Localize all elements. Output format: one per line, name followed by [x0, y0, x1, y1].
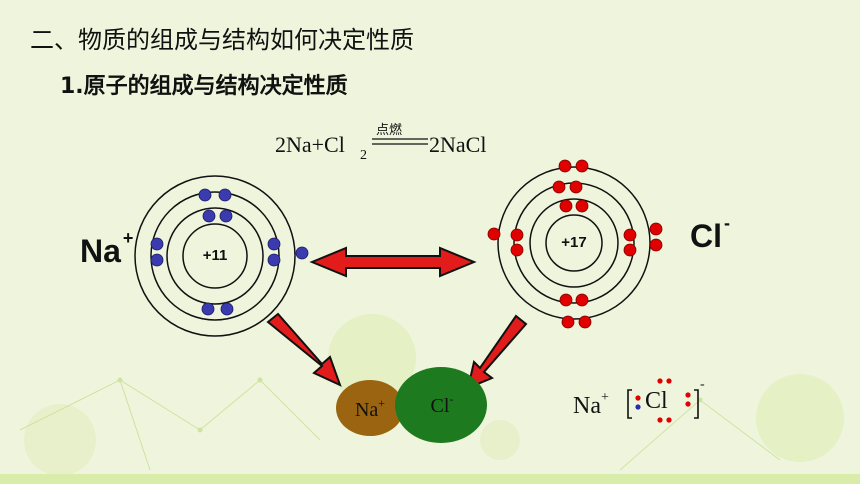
cl-electron: [569, 180, 583, 194]
lewis-right-bracket: [694, 389, 699, 419]
cl-electron: [559, 293, 573, 307]
equation-product: 2NaCl: [429, 132, 487, 157]
na-electron: [267, 237, 281, 251]
na-ion-ball: [336, 380, 404, 436]
na-electron: [198, 188, 212, 202]
lewis-anion-charge: -: [700, 377, 705, 392]
na-electron: [201, 302, 215, 316]
na-electron: [150, 237, 164, 251]
cl-electron: [575, 159, 589, 173]
cl-electron: [649, 222, 663, 236]
na-valence-electron: [295, 246, 309, 260]
cl-electron: [623, 243, 637, 257]
equation-equals-sign: [372, 138, 428, 145]
equation-condition: 点燃: [376, 123, 403, 138]
na-electron: [150, 253, 164, 267]
na-electron: [267, 253, 281, 267]
equation-subscript: 2: [360, 148, 367, 163]
electron-transfer-arrow: [309, 246, 477, 278]
na-electron: [218, 188, 232, 202]
cl-electron: [552, 180, 566, 194]
cl-shell-1: [545, 214, 603, 272]
na-atom-shells: [134, 175, 296, 337]
na-electron: [202, 209, 216, 223]
equation-reactants: 2Na+Cl: [275, 132, 345, 157]
lewis-brackets: [627, 389, 699, 419]
cl-electrons: [487, 159, 663, 329]
na-electron: [219, 209, 233, 223]
cl-electron: [575, 293, 589, 307]
slide-heading: 二、物质的组成与结构如何决定性质: [30, 26, 414, 54]
lewis-electrons: [635, 378, 691, 423]
cl-charge: -: [724, 213, 730, 233]
na-charge: +: [122, 228, 134, 248]
cl-shell-2: [529, 198, 619, 288]
cl-electron: [558, 159, 572, 173]
na-electrons: [150, 188, 309, 316]
na-atom-label: Na+: [80, 228, 134, 269]
cl-atom-label: Cl-: [690, 213, 730, 254]
na-shell-4: [134, 175, 296, 337]
slide-subheading: 1.原子的组成与结构决定性质: [60, 74, 348, 99]
cl-electron: [578, 315, 592, 329]
cl-electron: [510, 228, 524, 242]
cl-electron: [487, 227, 501, 241]
na-shell-1: [182, 223, 248, 289]
cl-electron: [623, 228, 637, 242]
cl-nucleus-label: +17: [561, 234, 587, 251]
cl-ion-ball: [395, 367, 487, 443]
lewis-anion: Cl: [645, 388, 668, 414]
na-nucleus-label: +11: [202, 247, 228, 264]
na-shell-2: [166, 207, 264, 305]
lewis-cation: Na+: [573, 390, 609, 419]
cl-ion-ball-label: Cl-: [430, 392, 454, 417]
lewis-left-bracket: [627, 389, 632, 419]
cl-to-ion-arrow: [466, 314, 528, 390]
na-to-ion-arrow: [266, 312, 342, 387]
na-shell-3: [150, 191, 280, 321]
cl-electron: [575, 199, 589, 213]
cl-electron: [559, 199, 573, 213]
na-ion-ball-label: Na+: [354, 396, 386, 421]
cl-electron: [561, 315, 575, 329]
na-electron: [220, 302, 234, 316]
bottom-bar: [0, 474, 860, 484]
cl-electron: [510, 243, 524, 257]
cl-electron: [649, 238, 663, 252]
